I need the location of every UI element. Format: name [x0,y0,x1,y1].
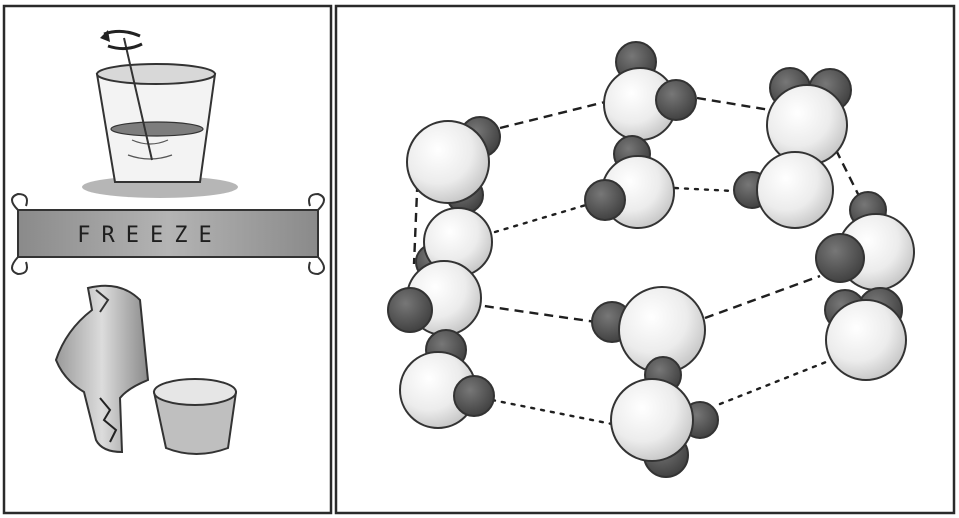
shard-edge [95,289,110,313]
bond-dotted [718,360,828,406]
water-molecule [406,116,501,214]
broken-glass-and-ice [54,284,238,455]
water-molecule [733,151,834,229]
water-molecules [387,41,915,478]
bond-dotted [493,203,588,234]
banner-curl-br [308,256,325,276]
glass-of-water [82,29,238,198]
left-panel-frame [2,4,333,515]
water-surface [110,121,204,137]
bond-dashed [704,274,821,320]
shattered-glass [54,284,150,454]
light-atom [610,378,694,462]
glass-rim [96,63,216,85]
water-molecule [584,135,675,229]
water-molecule [387,207,493,336]
banner-label: FREEZE [77,223,222,248]
light-atom [406,120,490,204]
swirl-marks [127,139,173,160]
banner-curl-bl [11,256,28,276]
bond-dashed [696,96,771,112]
water-molecule [824,287,907,381]
ice-puck-top [153,378,237,406]
bond-dashed [469,302,597,324]
dark-atom [453,375,495,417]
right-panel-frame [334,4,956,515]
stirring-rod [123,37,153,161]
dark-atom [815,233,865,283]
light-atom [825,299,907,381]
jagged-crack [99,397,118,443]
banner-ribbon [17,209,319,258]
dark-atom [655,79,697,121]
water-molecule [603,41,697,141]
water-molecule [815,191,915,291]
banner-curl-tl [11,192,28,211]
bond-dashed [499,100,606,130]
banner-curl-tr [308,192,325,211]
bond-dashed [834,149,862,199]
rotation-arrow-icon [103,29,143,51]
freeze-banner: FREEZE [11,192,325,276]
water-molecule [766,67,852,166]
dark-atom [387,287,433,333]
dark-atom [584,179,626,221]
bond-dotted [673,186,754,194]
bond-dotted [490,398,614,426]
light-atom [756,151,834,229]
water-molecule [610,378,719,478]
water-molecule [399,329,495,429]
water-molecule [591,286,706,394]
arrowhead-icon [100,30,110,42]
